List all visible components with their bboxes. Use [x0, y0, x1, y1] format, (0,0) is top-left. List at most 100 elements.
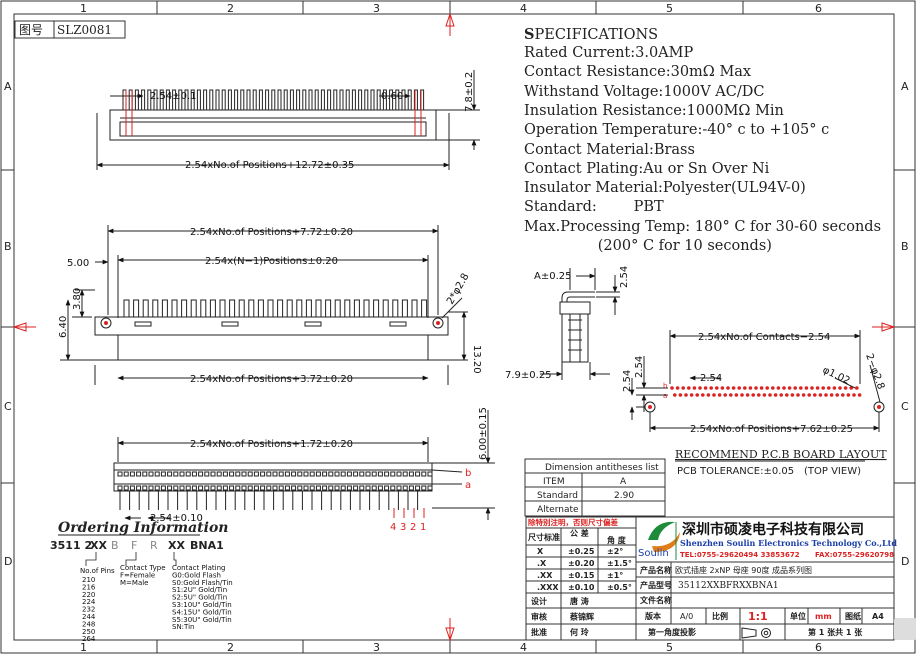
list-item: S2:5U" Gold/Tin — [172, 594, 227, 602]
pin — [333, 89, 338, 111]
top-view — [96, 70, 480, 170]
pcb-hole — [807, 393, 811, 397]
list-item: S0:Gold Flash/Tin — [172, 579, 233, 587]
pin — [209, 89, 214, 111]
pin — [271, 89, 276, 111]
contact — [390, 471, 396, 477]
pin — [296, 89, 301, 111]
pin — [257, 299, 264, 318]
pcb-hole — [740, 393, 744, 397]
contact — [384, 485, 390, 491]
specifications-title-first: S — [524, 26, 535, 43]
projection-icon — [741, 627, 771, 639]
pcb-hole — [748, 386, 753, 390]
contact — [253, 485, 259, 491]
pin — [286, 299, 293, 318]
pcb-hole — [675, 386, 680, 390]
contact — [185, 485, 191, 491]
pin — [196, 89, 201, 111]
pin — [246, 89, 251, 111]
pcb-hole — [799, 386, 803, 390]
title-block — [525, 516, 895, 641]
pin — [407, 89, 412, 111]
pin — [373, 299, 380, 318]
tol-col: 尺寸标准 — [528, 532, 560, 542]
pcb-hole — [855, 386, 859, 390]
pin — [411, 299, 418, 318]
list-item: 264 — [82, 635, 96, 643]
contact — [272, 485, 278, 491]
contact — [272, 471, 278, 477]
col-label: 1 — [80, 641, 87, 654]
contact — [421, 471, 427, 477]
drawing-number-value: SLZ0081 — [57, 23, 112, 37]
pcb-hole — [779, 393, 783, 397]
top-pin-array — [122, 89, 425, 111]
code-part: R — [150, 539, 158, 552]
spec-line: Contact Material:Brass — [524, 141, 695, 158]
contact — [129, 485, 135, 491]
ordering-code: 3511 2 XX B F R XX BNA1 — [50, 539, 224, 552]
row-label: D — [4, 555, 12, 568]
pin — [339, 89, 344, 111]
role-label: 设计 — [531, 596, 547, 606]
dim-pcb-254a: 2.54 — [700, 373, 722, 384]
pin — [133, 299, 140, 318]
contact — [198, 471, 204, 477]
pcb-hole — [717, 393, 722, 397]
contact — [346, 471, 352, 477]
front-view — [60, 225, 468, 385]
pin — [314, 89, 319, 111]
contact — [247, 485, 253, 491]
pin — [305, 299, 312, 318]
pcb-hole — [782, 386, 786, 390]
contact — [427, 485, 433, 491]
angle-label: 第一角度投影 — [648, 627, 696, 637]
pcb-hole — [715, 386, 719, 390]
tol-cell: .X — [537, 559, 547, 568]
row-label-a: a — [465, 480, 471, 491]
pcb-hole — [731, 386, 736, 390]
role-name: 蔡锦辉 — [569, 612, 594, 622]
list-item: M=Male — [120, 579, 149, 587]
dim-top-length: 2.54xNo.of Positions+12.72±0.35 — [185, 160, 354, 171]
contact — [167, 471, 173, 477]
dim-table-title: Dimension antitheses list — [545, 463, 659, 473]
code-part: XX — [90, 539, 107, 552]
pin — [147, 89, 152, 111]
product-no-label: 产品型号 — [640, 580, 672, 590]
pcb-hole — [765, 386, 769, 390]
col-label: 1 — [80, 2, 87, 15]
pcb-hole — [754, 386, 758, 390]
list-item: 216 — [82, 583, 96, 591]
pcb-hole — [768, 393, 772, 397]
contact — [160, 485, 166, 491]
contact — [204, 471, 210, 477]
pcb-view: (TOP VIEW) — [804, 466, 861, 477]
contact — [136, 471, 142, 477]
contact — [129, 471, 135, 477]
contact — [123, 471, 129, 477]
tol-col: 角 度 — [607, 535, 627, 545]
dim-pcb-d2: 2−φ2.8 — [863, 352, 886, 391]
contact — [402, 485, 408, 491]
dimension-table — [524, 458, 666, 517]
latch-slot — [134, 321, 152, 327]
contact — [260, 471, 266, 477]
dim-mid-outer: 2.54xNo.of Positions+7.72±0.20 — [190, 227, 353, 238]
product-name-label: 产品名称 — [640, 565, 672, 575]
contact — [278, 471, 284, 477]
ordering-title: Ordering Information — [58, 520, 228, 536]
tol-header: 除特别注明，否则尺寸偏差 — [528, 517, 618, 527]
list-item: 220 — [82, 591, 95, 599]
pin — [296, 299, 303, 318]
version: A/0 — [680, 612, 693, 621]
contact — [402, 471, 408, 477]
contact — [371, 471, 377, 477]
pin — [370, 89, 375, 111]
zoom-icon[interactable] — [894, 618, 916, 640]
scale: 1:1 — [748, 610, 768, 623]
dim-mid-500: 5.00 — [67, 258, 89, 269]
contact — [229, 471, 235, 477]
